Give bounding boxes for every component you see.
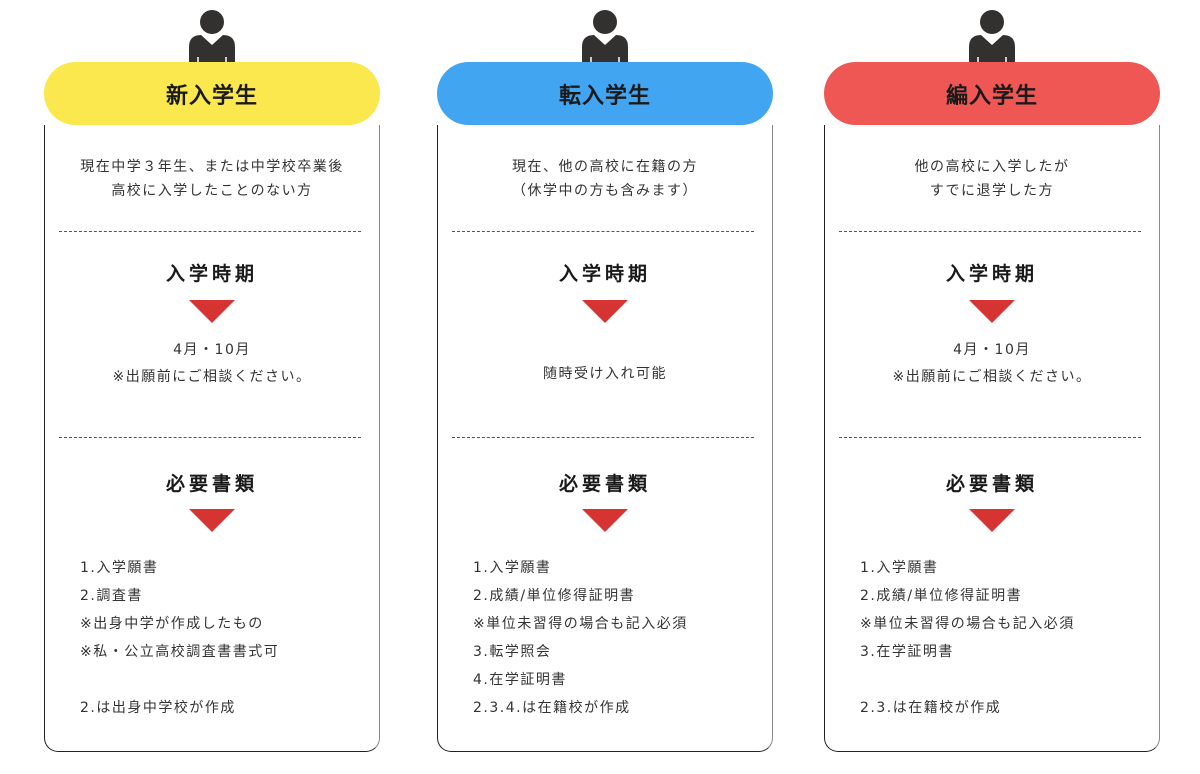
category-pill: 編入学生 [824,62,1160,125]
column-new-student: 新入学生 現在中学３年生、または中学校卒業後 高校に入学したことのない方 入学時… [44,0,380,774]
docs-item: 1.入学願書 [473,560,552,576]
description-line: 高校に入学したことのない方 [111,183,313,199]
docs-spacer [80,666,369,694]
docs-item: 1.入学願書 [860,560,939,576]
description: 現在、他の高校に在籍の方 （休学中の方も含みます） [438,155,772,203]
down-arrow-icon [969,300,1015,323]
info-card: 現在、他の高校に在籍の方 （休学中の方も含みます） 入学時期 随時受け入れ可能 … [437,125,773,752]
description-line: 現在、他の高校に在籍の方 [512,159,698,175]
period-text: 4月・10月 ※出願前にご相談ください。 [45,337,379,391]
period-title: 入学時期 [165,263,258,285]
period-line: ※出願前にご相談ください。 [112,369,312,385]
docs-item: 1.入学願書 [80,560,159,576]
down-arrow-icon [969,509,1015,532]
docs-footnote: 2.3.4.は在籍校が作成 [473,700,631,716]
description-line: （休学中の方も含みます） [512,183,698,199]
category-pill: 新入学生 [44,62,380,125]
docs-item: 3.在学証明書 [860,644,954,660]
dashed-divider [452,231,754,232]
dashed-divider [452,437,754,438]
period-line: 随時受け入れ可能 [543,366,667,382]
period-line: 4月・10月 [953,342,1031,358]
down-arrow-icon [582,509,628,532]
docs-item: 2.成績/単位修得証明書 [860,588,1023,604]
docs-footnote: 2.は出身中学校が作成 [80,700,236,716]
docs-item: 2.成績/単位修得証明書 [473,588,636,604]
description-line: 他の高校に入学したが [914,159,1070,175]
docs-note: ※出身中学が作成したもの [80,616,264,632]
docs-title: 必要書類 [558,473,651,495]
column-transfer-student: 転入学生 現在、他の高校に在籍の方 （休学中の方も含みます） 入学時期 随時受け… [437,0,773,774]
person-icon [189,10,235,69]
docs-title: 必要書類 [165,473,258,495]
info-card: 現在中学３年生、または中学校卒業後 高校に入学したことのない方 入学時期 4月・… [44,125,380,752]
dashed-divider [839,231,1141,232]
description: 他の高校に入学したが すでに退学した方 [825,155,1159,203]
docs-title: 必要書類 [945,473,1038,495]
dashed-divider [59,231,361,232]
description-line: すでに退学した方 [929,183,1055,199]
docs-item: 3.転学照会 [473,644,552,660]
docs-list: 1.入学願書 2.調査書 ※出身中学が作成したもの ※私・公立高校調査書書式可 … [80,554,369,722]
period-text: 4月・10月 ※出願前にご相談ください。 [825,337,1159,391]
down-arrow-icon [189,509,235,532]
docs-note: ※私・公立高校調査書書式可 [80,644,280,660]
category-pill: 転入学生 [437,62,773,125]
docs-note: ※単位未習得の場合も記入必須 [473,616,688,632]
docs-spacer [860,666,1149,694]
description: 現在中学３年生、または中学校卒業後 高校に入学したことのない方 [45,155,379,203]
description-line: 現在中学３年生、または中学校卒業後 [80,159,344,175]
docs-list: 1.入学願書 2.成績/単位修得証明書 ※単位未習得の場合も記入必須 3.転学照… [473,554,762,722]
info-card: 他の高校に入学したが すでに退学した方 入学時期 4月・10月 ※出願前にご相談… [824,125,1160,752]
docs-item: 2.調査書 [80,588,143,604]
dashed-divider [839,437,1141,438]
period-line: 4月・10月 [173,342,251,358]
period-title: 入学時期 [558,263,651,285]
docs-note: ※単位未習得の場合も記入必須 [860,616,1075,632]
period-title: 入学時期 [945,263,1038,285]
person-icon [582,10,628,69]
person-icon [969,10,1015,69]
column-readmission-student: 編入学生 他の高校に入学したが すでに退学した方 入学時期 4月・10月 ※出願… [824,0,1160,774]
period-line: ※出願前にご相談ください。 [892,369,1092,385]
period-text: 随時受け入れ可能 [438,361,772,388]
docs-footnote: 2.3.は在籍校が作成 [860,700,1002,716]
down-arrow-icon [582,300,628,323]
docs-item: 4.在学証明書 [473,672,567,688]
down-arrow-icon [189,300,235,323]
docs-list: 1.入学願書 2.成績/単位修得証明書 ※単位未習得の場合も記入必須 3.在学証… [860,554,1149,722]
dashed-divider [59,437,361,438]
